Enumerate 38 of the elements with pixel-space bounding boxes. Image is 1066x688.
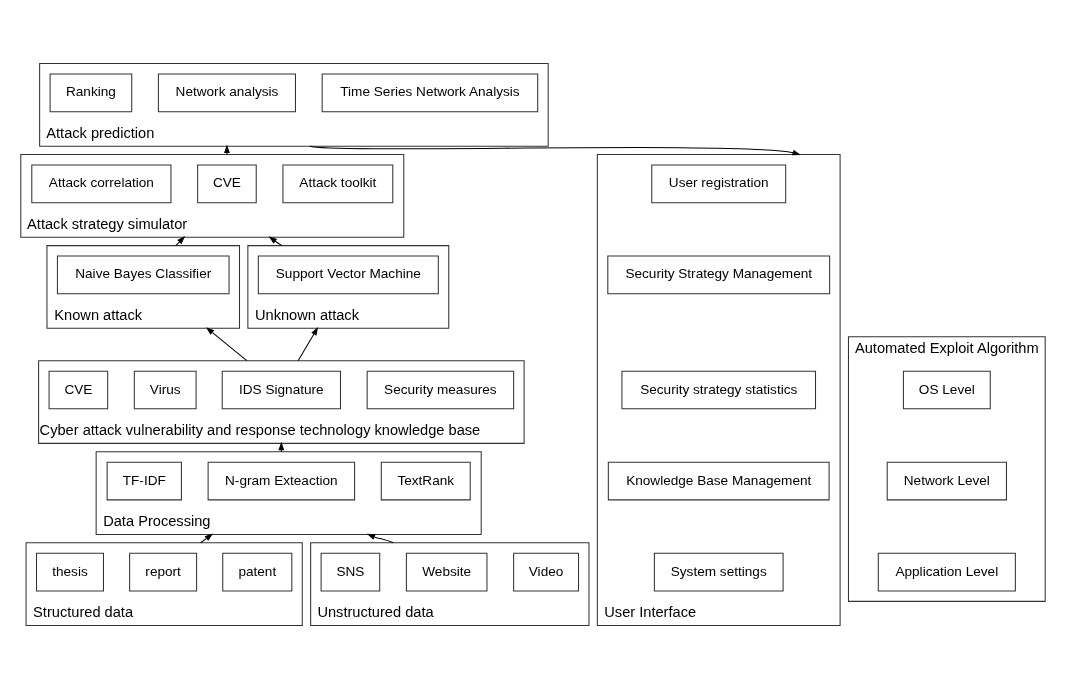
node-box: report — [129, 552, 198, 591]
node-box: Video — [513, 552, 580, 591]
node-box: Security Strategy Management — [607, 255, 831, 294]
arrow — [297, 326, 319, 361]
node-box: Naive Bayes Classifier — [56, 255, 230, 294]
node-box: Network analysis — [157, 73, 296, 112]
node-box: Application Level — [877, 552, 1016, 591]
node-box: SNS — [320, 552, 381, 591]
arrow — [200, 532, 214, 543]
node-box: TF-IDF — [106, 461, 182, 500]
node-box: Security strategy statistics — [621, 370, 817, 409]
node-box: Time Series Network Analysis — [321, 73, 539, 112]
node-box: Network Level — [886, 461, 1007, 500]
node-box: Website — [405, 552, 488, 591]
node-box: Knowledge Base Management — [607, 461, 830, 500]
arrow — [268, 235, 283, 246]
node-box: Attack toolkit — [282, 164, 394, 203]
node-box: OS Level — [902, 370, 991, 409]
node-box: Ranking — [49, 73, 133, 112]
node-box: patent — [222, 552, 293, 591]
arrow — [278, 441, 285, 452]
node-box: N-gram Exteaction — [207, 461, 356, 500]
arrow — [205, 326, 248, 361]
arrow — [366, 533, 394, 543]
node-box: thesis — [36, 552, 104, 591]
node-box: Support Vector Machine — [257, 255, 439, 294]
node-box: CVE — [197, 164, 257, 203]
node-box: Attack correlation — [31, 164, 172, 203]
node-box: Security measures — [366, 370, 515, 409]
node-box: User registration — [651, 164, 787, 203]
arrow — [224, 144, 230, 155]
node-box: Virus — [133, 370, 197, 409]
node-box: System settings — [653, 552, 784, 591]
node-box: TextRank — [380, 461, 471, 500]
node-box: IDS Signature — [221, 370, 341, 409]
arrow — [309, 145, 801, 155]
arrow — [175, 235, 186, 246]
node-box: CVE — [48, 370, 109, 409]
